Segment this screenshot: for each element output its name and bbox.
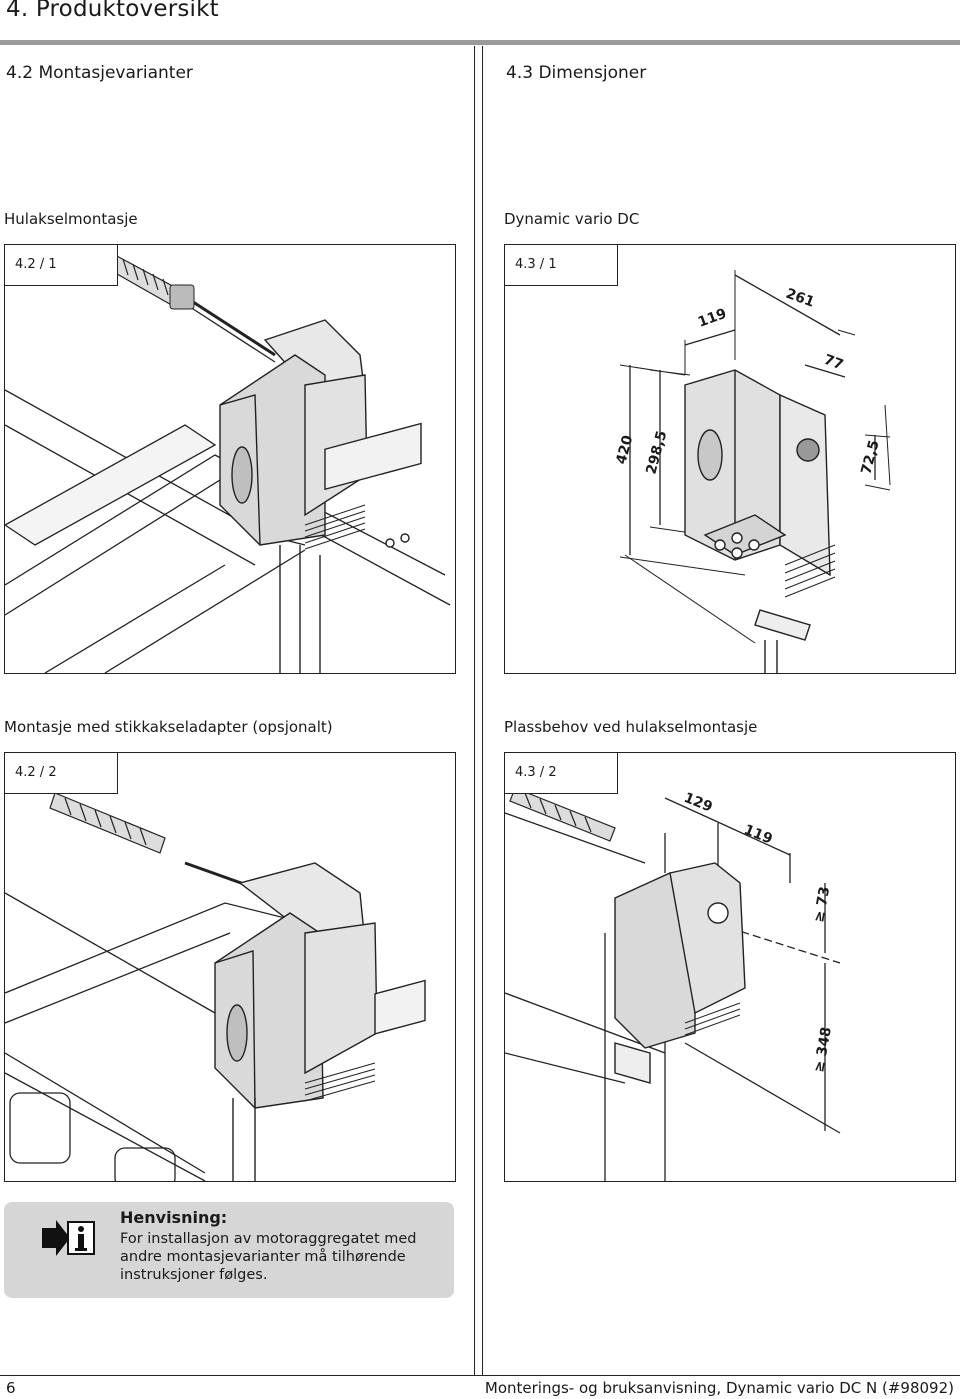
chapter-title: 4. Produktoversikt bbox=[6, 0, 219, 22]
dimension-label: 261 bbox=[784, 286, 817, 311]
footer-rule bbox=[0, 1375, 960, 1376]
figure-4-2-2: 4.2 / 2 bbox=[4, 752, 456, 1182]
note-box: Henvisning: For installasjon av motoragg… bbox=[4, 1202, 454, 1298]
dimension-label: 119 bbox=[696, 306, 729, 331]
illustration-stub-shaft-mount bbox=[5, 792, 426, 1181]
section-title-dimensjoner: 4.3 Dimensjoner bbox=[506, 63, 647, 83]
illustration-space-requirement: 129 119 ≥ 73 ≥ 348 bbox=[505, 787, 841, 1181]
figure-caption-dynamic-vario: Dynamic vario DC bbox=[504, 210, 640, 228]
dimension-label: 77 bbox=[822, 352, 846, 374]
dimension-label: 129 bbox=[682, 790, 715, 816]
dimension-label: 298,5 bbox=[643, 429, 670, 476]
note-title: Henvisning: bbox=[120, 1208, 228, 1227]
info-arrow-icon bbox=[42, 1220, 95, 1256]
figure-caption-hulakselmontasje: Hulakselmontasje bbox=[4, 210, 138, 228]
illustration-hollow-shaft-mount bbox=[5, 254, 451, 673]
figure-4-3-2: 4.3 / 2 129 119 ≥ bbox=[504, 752, 956, 1182]
figure-tag: 4.3 / 2 bbox=[505, 753, 618, 794]
dimension-label: 119 bbox=[742, 822, 775, 848]
figure-caption-stikkakseladapter: Montasje med stikkakseladapter (opsjonal… bbox=[4, 718, 333, 736]
figure-tag: 4.2 / 1 bbox=[5, 245, 118, 286]
figure-tag: 4.3 / 1 bbox=[505, 245, 618, 286]
dimension-label: 72,5 bbox=[858, 439, 882, 477]
column-divider bbox=[474, 46, 475, 1375]
dimension-label: 420 bbox=[613, 433, 636, 466]
figure-tag: 4.2 / 2 bbox=[5, 753, 118, 794]
note-text: For installasjon av motoraggregatet med … bbox=[120, 1231, 417, 1283]
page-number: 6 bbox=[6, 1379, 16, 1397]
figure-caption-plassbehov: Plassbehov ved hulakselmontasje bbox=[504, 718, 758, 736]
footer-document-title: Monterings- og bruksanvisning, Dynamic v… bbox=[484, 1379, 954, 1397]
header-rule bbox=[0, 40, 960, 45]
figure-4-2-1: 4.2 / 1 bbox=[4, 244, 456, 674]
dimension-label: ≥ 73 bbox=[811, 885, 833, 923]
illustration-dimensions-motor: 119 261 77 420 298,5 72,5 bbox=[613, 270, 891, 673]
section-title-montasjevarianter: 4.2 Montasjevarianter bbox=[6, 63, 193, 83]
column-divider-inner bbox=[482, 46, 483, 1375]
dimension-label: ≥ 348 bbox=[811, 1026, 835, 1074]
figure-4-3-1: 4.3 / 1 bbox=[504, 244, 956, 674]
